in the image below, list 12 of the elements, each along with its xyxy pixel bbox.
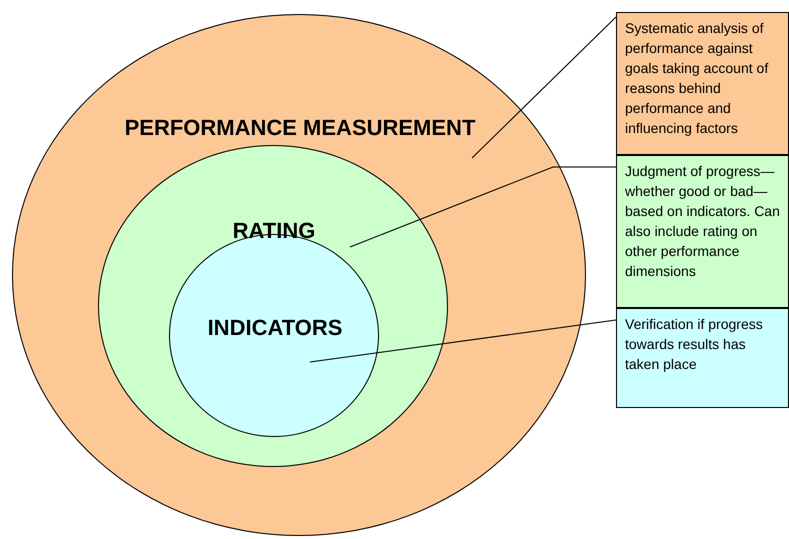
description-text: Verification if progress towards results has taken place — [625, 316, 763, 372]
leader-line — [350, 166, 616, 248]
description-text: Judgment of progress—whether good or bad—based on indicators. Can also include rating on other performance dimensions — [625, 163, 780, 279]
ring-label: RATING — [232, 218, 316, 244]
description-box — [616, 155, 789, 308]
description-box — [616, 12, 789, 155]
leader-line — [310, 320, 616, 362]
ring-label: PERFORMANCE MEASUREMENT — [124, 115, 476, 141]
ring-label: INDICATORS — [208, 315, 342, 341]
description-box — [616, 308, 789, 408]
leader-line — [472, 16, 616, 158]
description-text: Systematic analysis of performance against goals taking account of reasons behind performance and influencing factors — [625, 20, 768, 136]
